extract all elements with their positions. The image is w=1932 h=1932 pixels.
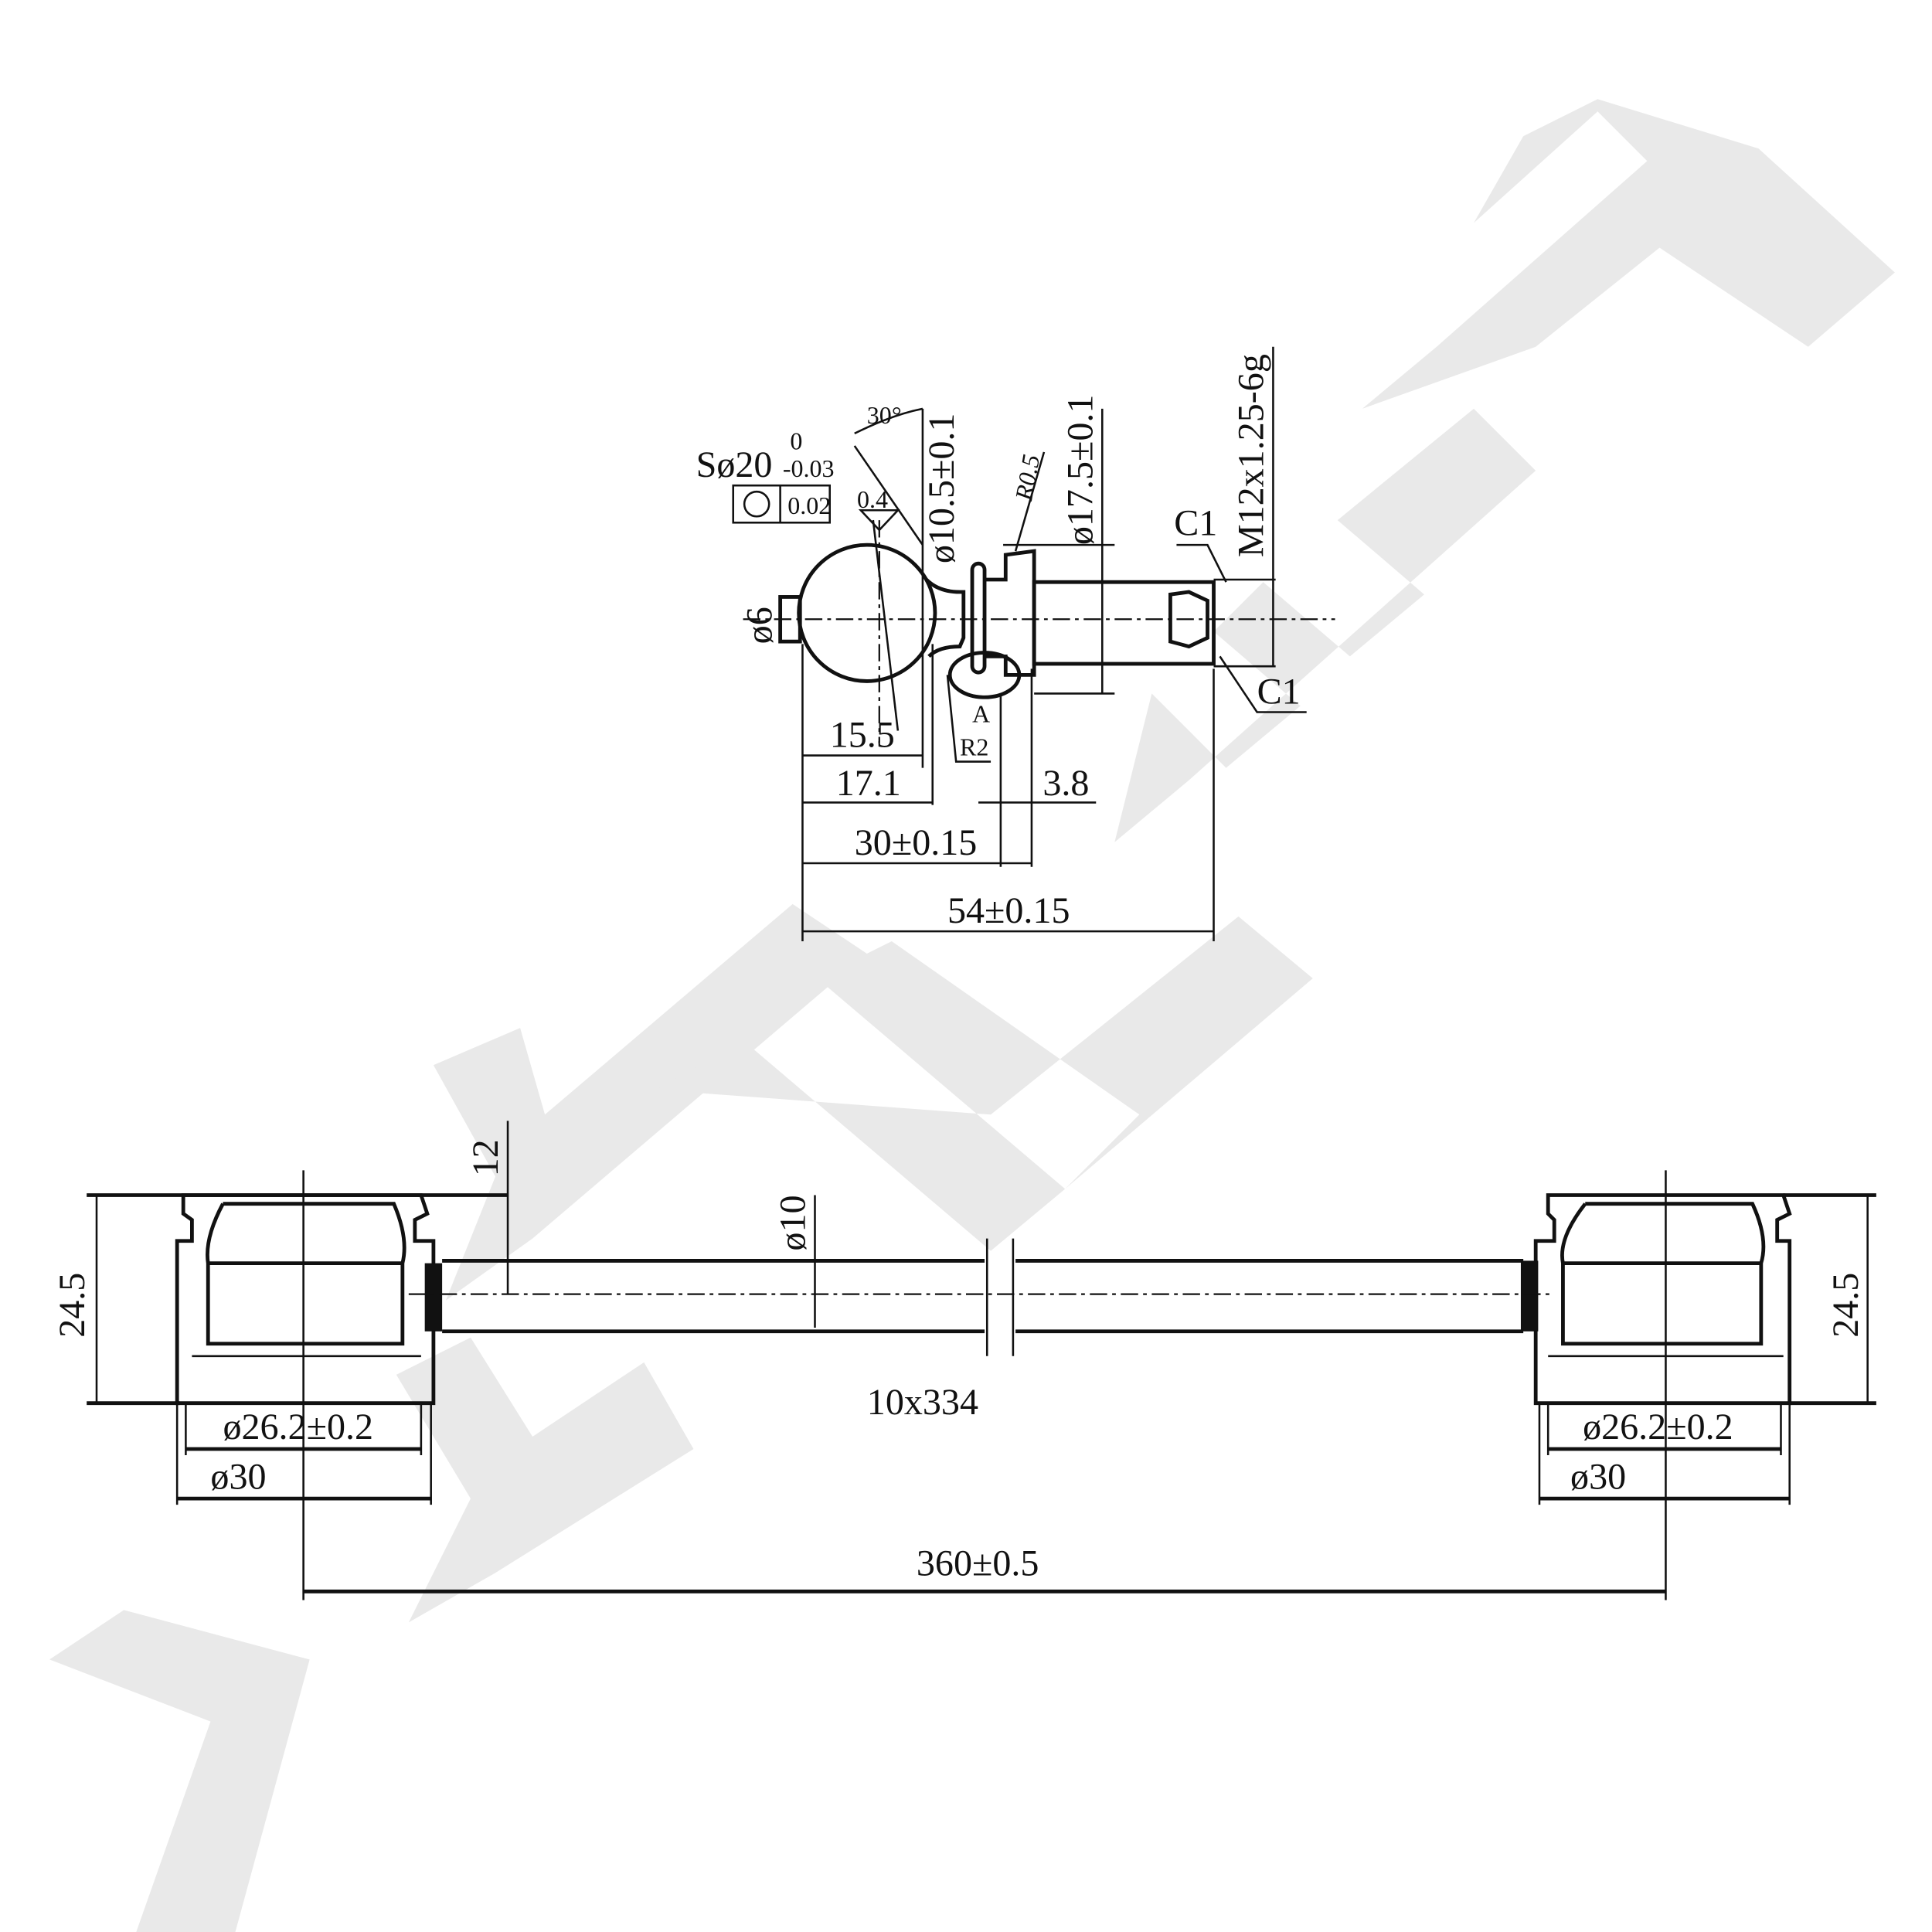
- height-right: 24.5: [1825, 1273, 1866, 1338]
- dim-15-5: 15.5: [830, 714, 895, 755]
- neck-dia: ø10.5±0.1: [921, 413, 962, 564]
- dim-3-8: 3.8: [1043, 763, 1089, 804]
- dim-30: 30±0.15: [855, 822, 978, 863]
- link-view: [87, 1121, 1876, 1600]
- thread-label: M12x1.25-6g: [1231, 354, 1272, 557]
- rod-spec: 10x334: [867, 1382, 978, 1423]
- sphere-label: Sø20: [696, 444, 773, 485]
- inner-dia-left: ø26.2±0.2: [223, 1406, 373, 1447]
- outer-dia-left: ø30: [210, 1456, 266, 1497]
- overall-length: 360±0.5: [917, 1543, 1039, 1583]
- link-labels: 12 ø10 10x334 24.5 24.5 ø26.2±0.2 ø30 ø2…: [52, 1139, 1866, 1583]
- outer-dia-right: ø30: [1570, 1456, 1626, 1497]
- roundness-tol: 0.02: [787, 492, 831, 519]
- ball-stud-labels: Sø20 0 -0.03 0.02 0.4 30° ø10.5±0.1 R0.5…: [696, 354, 1301, 931]
- r05-label: R0.5: [1009, 452, 1045, 503]
- inner-dia-right: ø26.2±0.2: [1583, 1406, 1733, 1447]
- dim-12: 12: [465, 1139, 506, 1176]
- dim-54: 54±0.15: [947, 890, 1070, 931]
- chamfer-bottom: C1: [1257, 671, 1301, 712]
- a-label: A: [972, 699, 990, 727]
- tol-upper: 0: [790, 427, 802, 455]
- chamfer-top: C1: [1174, 502, 1217, 543]
- collar-dia: ø17.5±0.1: [1060, 395, 1100, 546]
- rod-dia: ø10: [773, 1195, 814, 1250]
- height-left: 24.5: [52, 1273, 93, 1338]
- watermark-logo: [49, 99, 1895, 1932]
- dim-17-1: 17.1: [836, 763, 901, 804]
- angle-label: 30°: [867, 401, 902, 429]
- tol-lower: -0.03: [783, 454, 835, 482]
- ball-stud-view: [732, 346, 1335, 941]
- stub-dia: ø6: [739, 607, 780, 644]
- r2-label: R2: [960, 733, 988, 761]
- roughness: 0.4: [857, 485, 888, 513]
- roundness-symbol-icon: [743, 490, 770, 518]
